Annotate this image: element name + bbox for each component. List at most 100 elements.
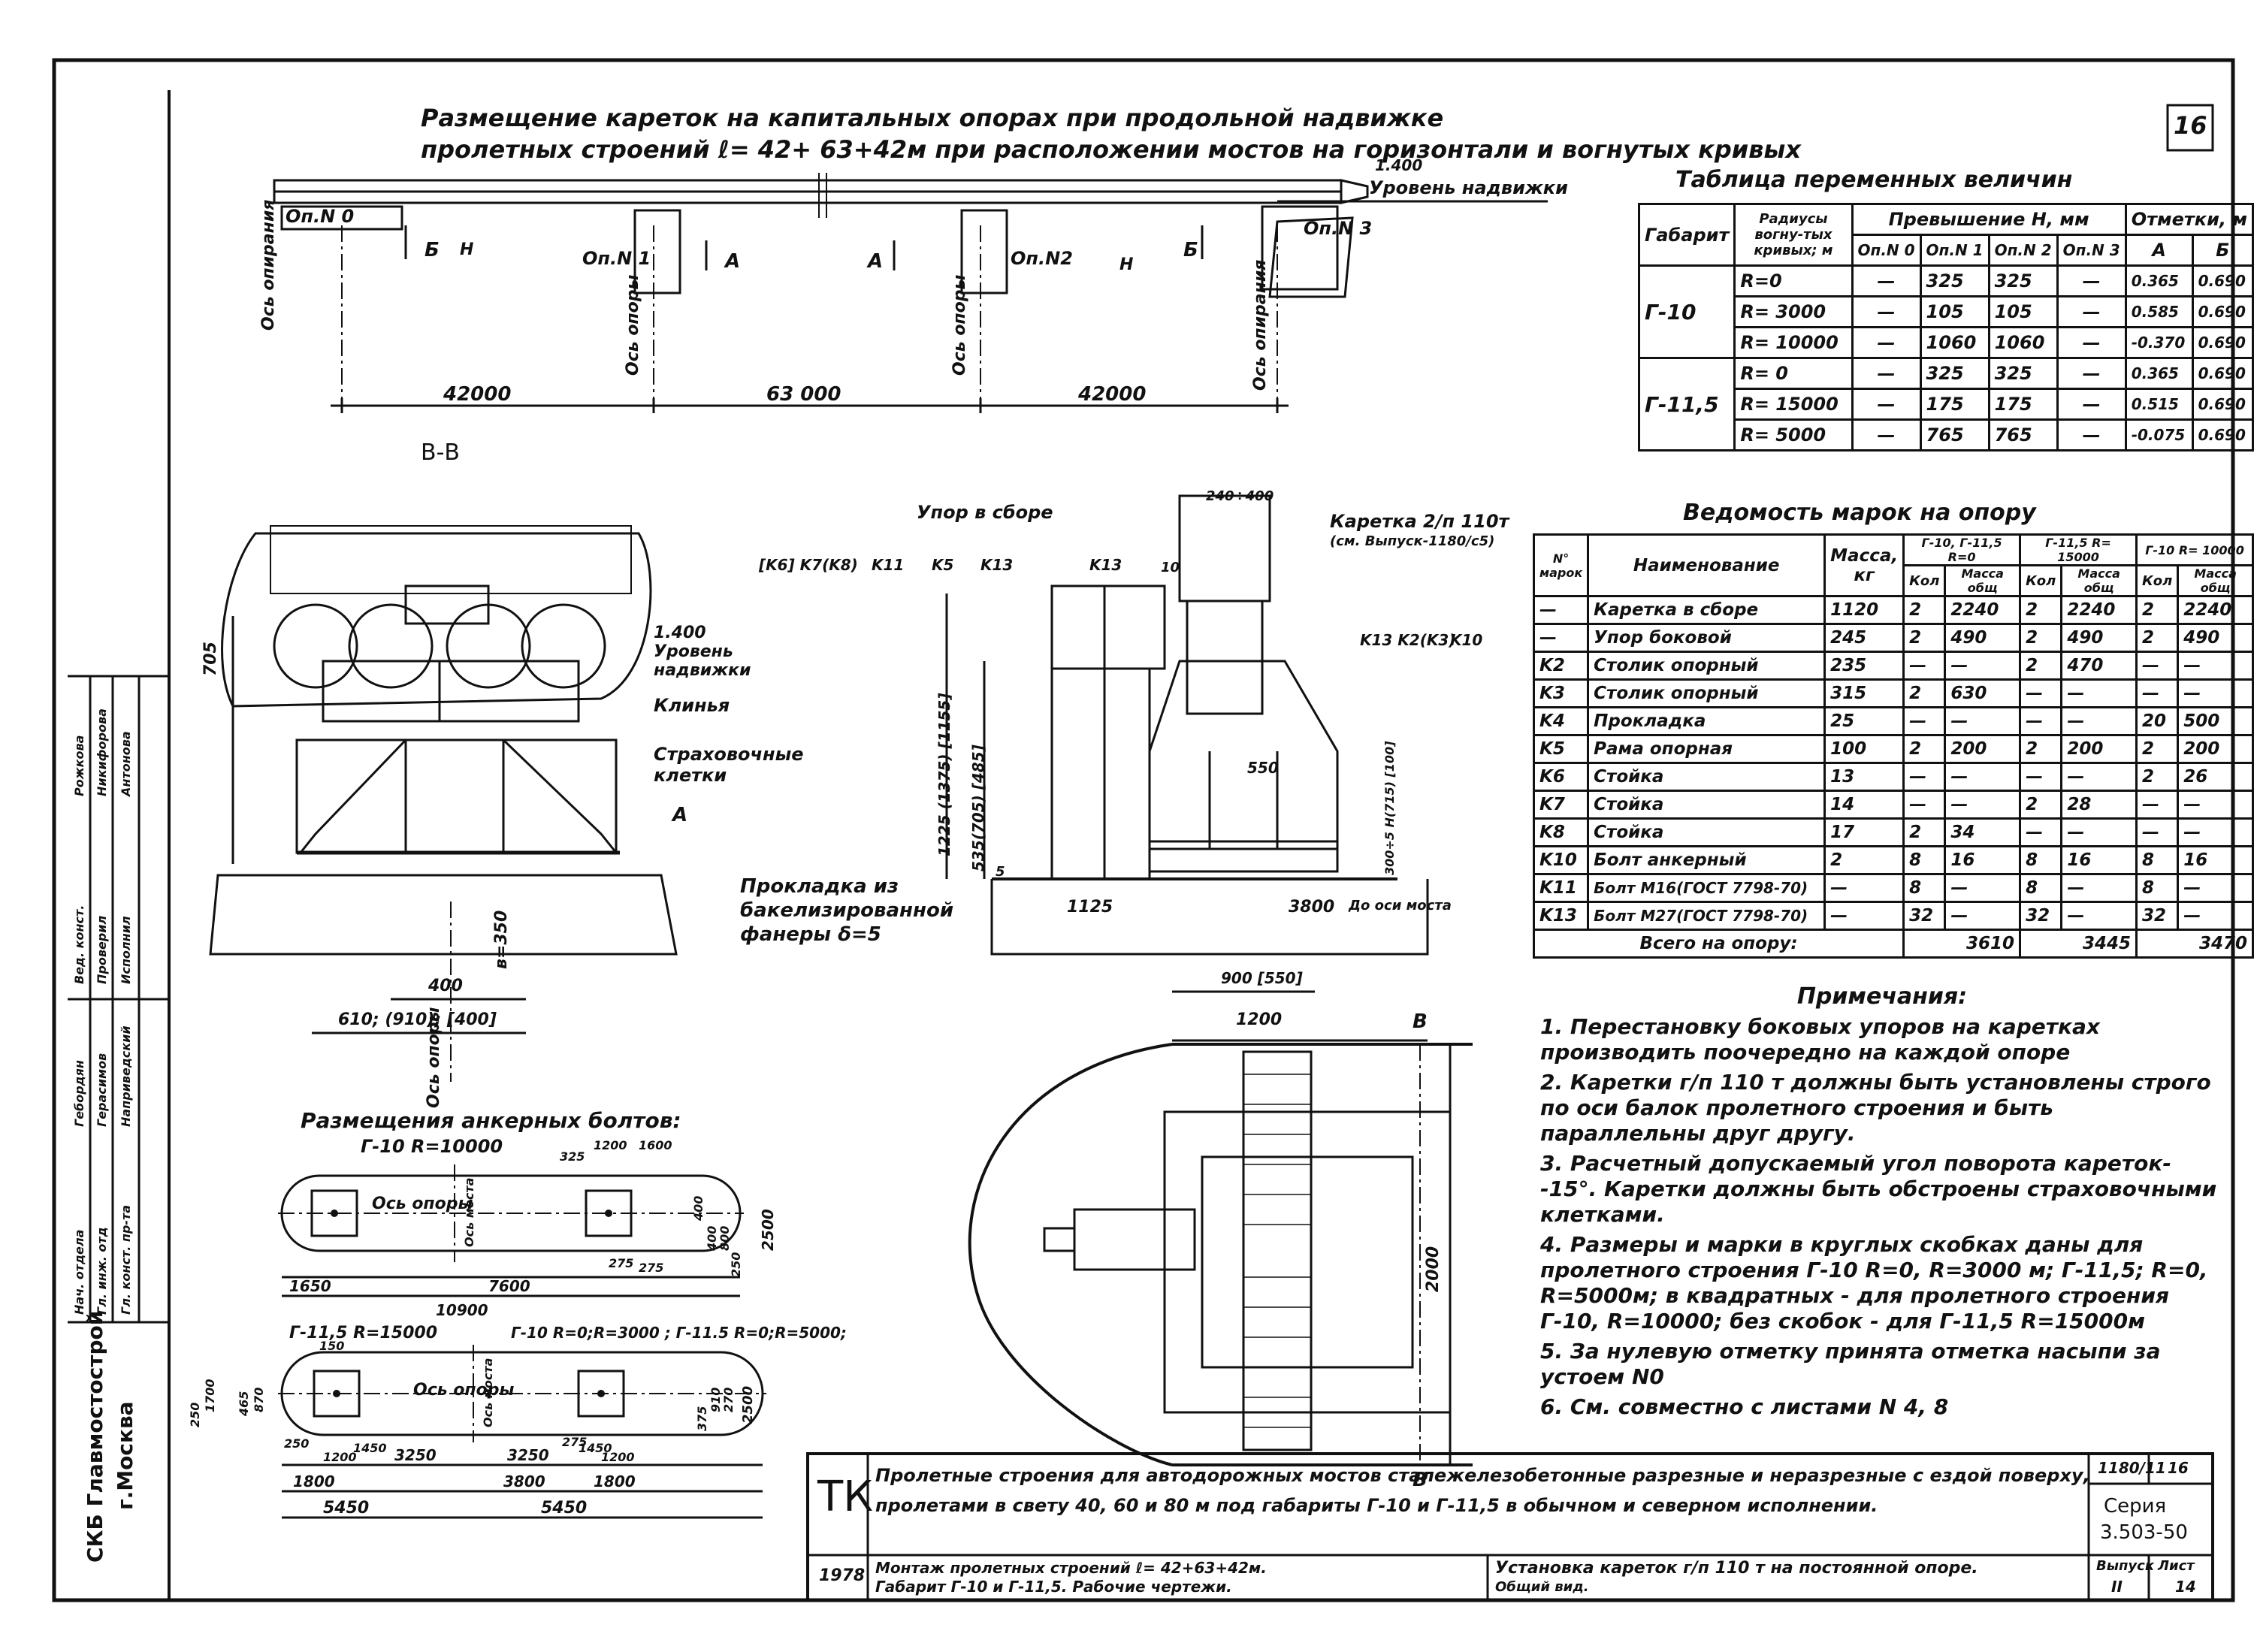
section-bb-wedges: Клинья	[654, 695, 730, 716]
marks-cell: —	[1944, 873, 2022, 903]
main-title-line1: Размещение кареток на капитальных опорах…	[421, 104, 1444, 132]
anchors-g10-axis: Ось опоры	[372, 1194, 473, 1213]
var-sub-op2: Оп.N 2	[1987, 234, 2059, 267]
anchors-g115-b1-1450a: 1450	[353, 1441, 387, 1455]
marks-header-name: Наименование	[1587, 533, 1826, 597]
var-sub-op1: Оп.N 1	[1919, 234, 1990, 267]
marks-cell: 32	[2019, 901, 2063, 931]
marks-cell: 8	[1902, 845, 1947, 875]
detail-dim-top: 240÷400	[1206, 488, 1274, 504]
note-2: 2. Каретки г/п 110 т должны быть установ…	[1540, 1070, 2211, 1146]
marks-cell: —	[1944, 651, 2022, 681]
var-cell: —	[1851, 264, 1922, 297]
side-stamp-role-3: Гл. конст. пр-та	[119, 1204, 133, 1315]
marks-cell: 2	[1902, 678, 1947, 708]
detail-dim-5: 5	[996, 864, 1005, 880]
side-stamp-name-6: Антонова	[119, 731, 133, 796]
var-cell: 0.690	[2191, 326, 2254, 359]
var-cell: 0.365	[2124, 264, 2194, 297]
table-row: Г-11,5 R= 0 — 325 325 — 0.365 0.690	[1637, 357, 2254, 452]
anchors-g-other-label: Г-10 R=0;R=3000 ; Г-11.5 R=0;R=5000;	[511, 1324, 847, 1342]
detail-pad-3: фанеры δ=5	[740, 923, 881, 946]
marks-cell: 2240	[2060, 595, 2138, 625]
section-bb-safety-cages: Страховочные клетки	[654, 744, 804, 786]
detail-carriage: Каретка 2/п 110т	[1330, 511, 1509, 532]
marks-cell: —	[2060, 901, 2138, 931]
side-stamp-name-4: Рожкова	[72, 735, 86, 796]
plan-section-mark-bottom: В	[1413, 1469, 1428, 1491]
section-bb-axis: Ось опоры	[425, 1007, 443, 1108]
marks-cell: 2	[2135, 623, 2180, 653]
marks-cell: Каретка в сборе	[1587, 595, 1826, 625]
var-cell: 0.690	[2191, 418, 2254, 452]
title-sheet-title-2: Общий вид.	[1495, 1579, 1589, 1595]
marks-cell: 2	[2019, 734, 2063, 764]
marks-cell: K6	[1532, 762, 1590, 792]
marks-cell: 2	[1902, 817, 1947, 847]
marks-cell: —	[1944, 790, 2022, 820]
var-cell: 0.365	[2124, 357, 2194, 390]
marks-cell: 2	[2019, 595, 2063, 625]
marks-sub: Масса общ	[1944, 564, 2022, 597]
axis-support-left: Ось опирания	[259, 199, 278, 331]
var-cell: 0.690	[2191, 388, 2254, 421]
var-cell: 105	[1919, 295, 1990, 328]
detail-pad-2: бакелизированной	[740, 899, 954, 922]
var-cell: —	[2056, 388, 2127, 421]
anchors-g115-left-870: 870	[252, 1387, 266, 1412]
detail-k13-a: K13	[980, 556, 1014, 574]
anchors-g115-b3-5450a: 5450	[323, 1499, 370, 1518]
anchors-g10-label: Г-10 R=10000	[361, 1136, 503, 1157]
side-stamp-role-2: Гл. инж. отд	[95, 1227, 109, 1315]
anchors-g10-dim-325: 325	[560, 1149, 585, 1164]
anchors-g115-275: 275	[562, 1435, 588, 1449]
var-cell: 325	[1919, 357, 1990, 390]
marks-cell: 14	[1823, 790, 1905, 820]
notes: Примечания: 1. Перестановку боковых упор…	[1540, 984, 2224, 1424]
marks-cell: 26	[2177, 762, 2254, 792]
title-work-1: Монтаж пролетных строений ℓ= 42+63+42м.	[875, 1559, 1267, 1577]
anchors-g115-axis: Ось опоры	[413, 1381, 515, 1400]
support-1: Оп.N 1	[582, 248, 651, 269]
anchors-g115-right-2500: 2500	[740, 1385, 756, 1424]
axis-support-2: Ось опоры	[950, 274, 969, 376]
var-cell: —	[1851, 326, 1922, 359]
marks-cell: Болт анкерный	[1587, 845, 1826, 875]
marks-cell: Стойка	[1587, 817, 1826, 847]
marks-cell: —	[1532, 595, 1590, 625]
note-4: 4. Размеры и марки в круглых скобках дан…	[1540, 1232, 2208, 1333]
detail-stop-assembly: Упор в сборе	[917, 502, 1053, 523]
var-cell: R= 5000	[1733, 418, 1854, 452]
marks-cell: —	[2060, 678, 2138, 708]
note-1: 1. Перестановку боковых упоров на каретк…	[1540, 1014, 2100, 1065]
var-cell: -0.370	[2124, 326, 2194, 359]
detail-dim-1125: 1125	[1067, 898, 1113, 917]
marks-cell: —	[2177, 901, 2254, 931]
anchors-title: Размещения анкерных болтов:	[301, 1108, 681, 1133]
main-title-line2-rest: при расположении мостов на горизонтали и…	[935, 135, 1801, 164]
marks-sub: Масса общ	[2060, 564, 2138, 597]
marks-cell: 2	[1823, 845, 1905, 875]
marks-cell: —	[2060, 706, 2138, 736]
marks-table-title: Ведомость марок на опору	[1683, 500, 2036, 526]
title-desc-2: пролетами в свету 40, 60 и 80 м под габа…	[875, 1495, 1878, 1516]
notes-title: Примечания:	[1796, 983, 1968, 1010]
marks-cell: 17	[1823, 817, 1905, 847]
anchors-g10-dim-275a: 275	[609, 1256, 634, 1270]
anchors-g115-b1-3250b: 3250	[507, 1446, 549, 1464]
marks-cell: —	[1902, 706, 1947, 736]
side-stamp-name-2: Герасимов	[95, 1053, 109, 1127]
marks-cell: 13	[1823, 762, 1905, 792]
note-3: 3. Расчетный допускаемый угол поворота к…	[1540, 1151, 2217, 1227]
detail-marks-left: [K6] K7(K8)	[759, 556, 858, 574]
marks-cell: —	[2019, 762, 2063, 792]
marks-header-g1: Г-10, Г-11,5 R=0	[1902, 533, 2022, 566]
elevation-level-label: Уровень надвижки	[1369, 177, 1568, 198]
anchors-g10-dim-1200: 1200	[594, 1138, 627, 1152]
anchors-g115-b1-1200b: 1200	[601, 1450, 635, 1464]
marks-cell: 2	[1902, 595, 1947, 625]
anchors-g10-dim-400a: 400	[691, 1195, 706, 1221]
marks-cell: 32	[1902, 901, 1947, 931]
